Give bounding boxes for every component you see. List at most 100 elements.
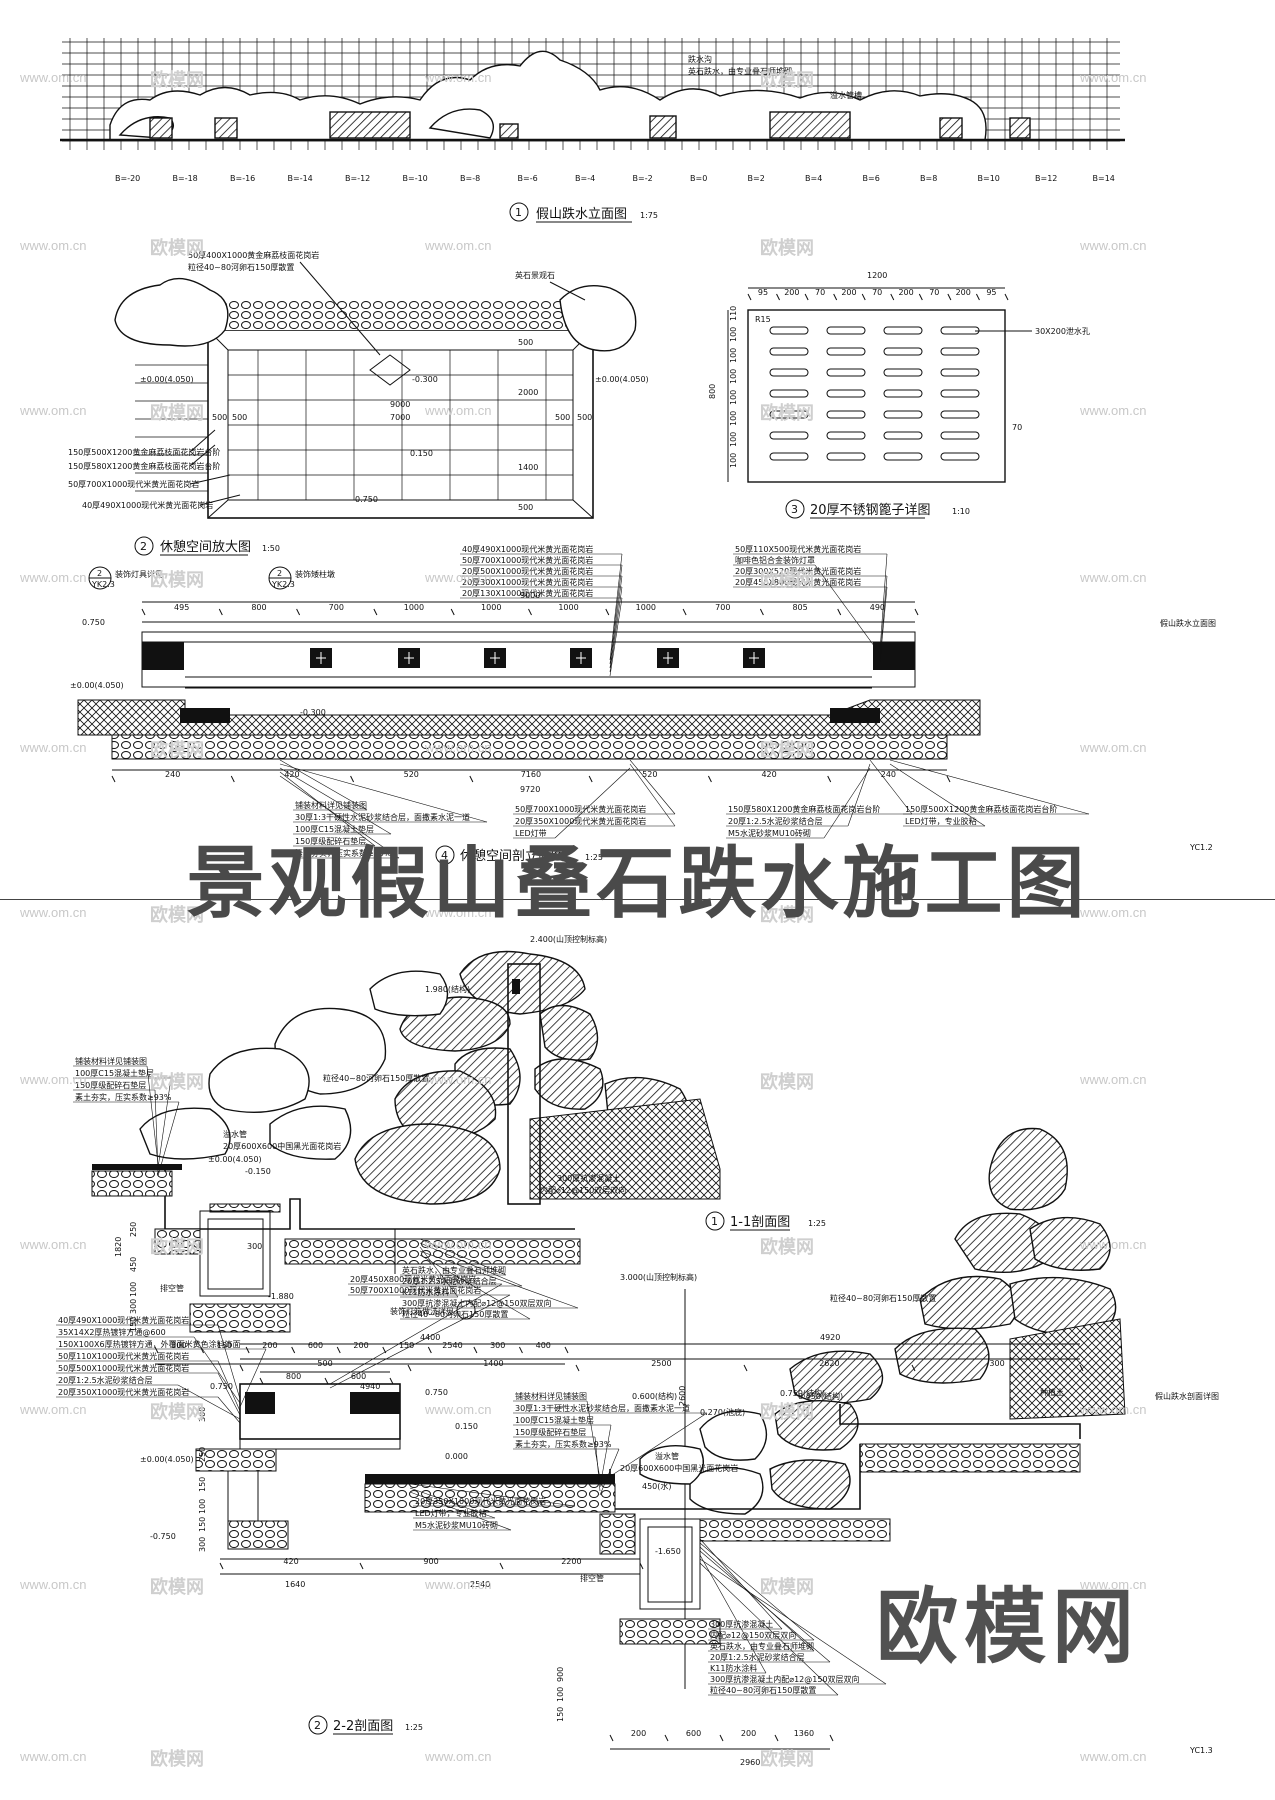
section2-title: 2-2剖面图 xyxy=(333,1719,393,1734)
watermark-url-5-1: www.om.cn xyxy=(424,1749,491,1764)
s2-bdimr-1: 600 xyxy=(686,1729,701,1738)
grid-label-4: B=-12 xyxy=(345,174,370,183)
s2-bottom-6: 粒径40~80河卵石150厚散置 xyxy=(710,1685,816,1695)
s2-lightbox: 装饰灯箱做法详见 xyxy=(390,1306,454,1316)
s2-level-4: 0.270(池底) xyxy=(700,1407,745,1417)
watermark-brand-5-0: 欧模网 xyxy=(150,1748,204,1769)
watermark-brand-0-0: 欧模网 xyxy=(150,69,204,90)
s2-bdim-0: 420 xyxy=(283,1557,298,1566)
sec-callout-bf-0: 150厚500X1200黄金麻荔枝面花岗岩台阶 xyxy=(905,804,1057,814)
sec-level-top: 0.750 xyxy=(82,618,105,627)
watermark-url-3-2: www.om.cn xyxy=(1079,570,1146,585)
s2-mid-0: 铺装材料详见铺装图 xyxy=(515,1391,587,1401)
grid-label-1: B=-18 xyxy=(173,174,198,183)
s2-level-8: -1.650 xyxy=(655,1547,681,1556)
sec-callout-tr-2: 20厚300X520现代米黄光面花岗岩 xyxy=(735,566,861,576)
watermark-url-5-2: www.om.cn xyxy=(1079,1749,1146,1764)
s1-bottom-dim-4: 200 xyxy=(353,1341,368,1350)
s2-side-dim-5: 300 xyxy=(198,1537,207,1552)
watermark-brand-4-0: 欧模网 xyxy=(150,739,204,760)
s1-bottom-4: 粒径40~80河卵石150厚散置 xyxy=(402,1309,508,1319)
s2-bdim-2540: 2540 xyxy=(470,1580,490,1589)
watermark-brand-2-1: 欧模网 xyxy=(760,1236,814,1257)
sec-callout-tl-4: 20厚130X1000现代米黄光面花岗岩 xyxy=(462,588,593,598)
sec-callout-bl-4: 素土夯实，压实系数≥93% xyxy=(295,848,392,858)
sec-callout-bm-2: LED灯带 xyxy=(515,828,547,838)
grate-side-dim-2: 100 xyxy=(729,327,738,342)
s2-bottom-0: 300厚抗渗混凝土 xyxy=(710,1619,773,1629)
sec-callout-tl-3: 20厚300X1000现代米黄光面花岗岩 xyxy=(462,577,593,587)
grate-side-dim-4: 100 xyxy=(729,369,738,384)
grate-top-dim-0: 95 xyxy=(758,288,768,297)
sec-callout-tl-2: 20厚500X1000现代米黄光面花岗岩 xyxy=(462,566,593,576)
s1-level-zero: ±0.00(4.050) xyxy=(208,1155,262,1164)
s2-level-3: 0.450(结构) xyxy=(798,1391,843,1401)
drawing1-number-circle xyxy=(509,202,529,222)
s2-left-6: 20厚350X1000现代米黄光面花岗岩 xyxy=(58,1387,189,1397)
plan-level-pool: -0.300 xyxy=(412,375,438,384)
watermark-url-4-1: www.om.cn xyxy=(424,1577,491,1592)
s2-left-0: 40厚490X1000现代米黄光面花岗岩 xyxy=(58,1315,189,1325)
watermark-url-3-1: www.om.cn xyxy=(424,570,491,585)
s2-bdimr-0: 200 xyxy=(631,1729,646,1738)
section1-number: 1 xyxy=(711,1215,718,1228)
s2-dim2-1: 1400 xyxy=(483,1359,503,1368)
sec-callout-tl-1: 50厚700X1000现代米黄光面花岗岩 xyxy=(462,555,593,565)
s2-level-10: 0.750(结构) xyxy=(780,1388,825,1398)
plan-dim-7000: 7000 xyxy=(390,413,410,422)
grate-side-dim-6: 100 xyxy=(729,411,738,426)
s1-bottom-dim-2: 200 xyxy=(262,1341,277,1350)
s2-left-5: 20厚1:2.5水泥砂浆结合层 xyxy=(58,1375,153,1385)
watermark-brand-2-0: 欧模网 xyxy=(150,1236,204,1257)
watermark-url-1-1: www.om.cn xyxy=(424,238,491,253)
grate-top-dim-4: 70 xyxy=(872,288,882,297)
drawing2-number: 2 xyxy=(140,540,147,553)
watermark-brand-0-1: 欧模网 xyxy=(760,904,814,925)
grate-radius: R15 xyxy=(755,315,771,324)
plan-callout-2: 粒径40~80河卵石150厚散置 xyxy=(188,262,294,272)
bottom-sheet-drawing: 2.400(山顶控制标高) 1.980(结构) ±0.00(4.050) -0.… xyxy=(19,904,1219,1769)
grate-side-dim-8: 100 xyxy=(729,453,738,468)
sec-top-dim-1: 800 xyxy=(251,603,266,612)
drawing3-scale: 1:10 xyxy=(952,507,970,516)
sec-callout-bl-3: 150厚级配碎石垫层 xyxy=(295,836,366,846)
s1-side-dim-3: 100 xyxy=(129,1282,138,1297)
watermark-brand-4-0: 欧模网 xyxy=(150,1576,204,1597)
watermark-url-4-2: www.om.cn xyxy=(1079,1577,1146,1592)
grate-side-dim-7: 100 xyxy=(729,432,738,447)
s1-left-0: 铺装材料详见铺装图 xyxy=(75,1056,147,1066)
sec-level-ground: ±0.00(4.050) xyxy=(70,681,124,690)
sec-callout-br-0: 150厚580X1200黄金麻荔枝面花岗岩台阶 xyxy=(728,804,880,814)
sec-bottom-dim-5: 420 xyxy=(761,770,776,779)
s2-level-0: 0.750 xyxy=(210,1382,233,1391)
s2-bdim-1: 900 xyxy=(423,1557,438,1566)
bottom-sheet-name: 假山跌水剖面详图 xyxy=(1155,1391,1219,1401)
grid-label-0: B=-20 xyxy=(115,174,140,183)
grate-top-dim-7: 200 xyxy=(956,288,971,297)
s2-right-granite: 20厚600X600中国黑光面花岗岩 xyxy=(620,1463,738,1473)
grid-label-14: B=8 xyxy=(920,174,937,183)
watermark-url-3-1: www.om.cn xyxy=(424,1402,491,1417)
watermark-url-2-0: www.om.cn xyxy=(19,403,86,418)
section-2-2: 3.000(山顶控制标高) 2600 xyxy=(56,1127,1126,1767)
s2-right-water: 450(水) xyxy=(642,1481,672,1491)
s2-dim2-3: 2620 xyxy=(819,1359,839,1368)
grate-side-dim-5: 100 xyxy=(729,390,738,405)
watermark-url-5-0: www.om.cn xyxy=(19,1749,86,1764)
s1-bottom-0: 英石跌水，由专业叠石师堆砌 xyxy=(402,1265,506,1275)
s1-black-granite: 20厚600X600中国黑光面花岗岩 xyxy=(223,1141,341,1151)
watermark-brand-3-1: 欧模网 xyxy=(760,569,814,590)
grate-slot-note: 30X200泄水孔 xyxy=(1035,326,1090,336)
watermark-url-0-1: www.om.cn xyxy=(424,905,491,920)
sec-callout-bm-1: 20厚350X1000现代米黄光面花岗岩 xyxy=(515,816,646,826)
ref-b-top: 2 xyxy=(277,569,282,578)
s1-side-dim-4: 300 xyxy=(129,1299,138,1314)
plan-left-2: 150厚580X1200黄金麻荔枝面花岗岩台阶 xyxy=(68,461,220,471)
sec-callout-tr-1: 咖啡色铝合金装饰灯罩 xyxy=(735,555,815,565)
note-overflow: 溢水管槽 xyxy=(830,90,862,100)
s2-side-dim-4: 150 xyxy=(198,1517,207,1532)
s1-side-dim-1: 250 xyxy=(129,1222,138,1237)
s2-bdim-1640: 1640 xyxy=(285,1580,305,1589)
s2-mid-3: 150厚级配碎石垫层 xyxy=(515,1427,586,1437)
